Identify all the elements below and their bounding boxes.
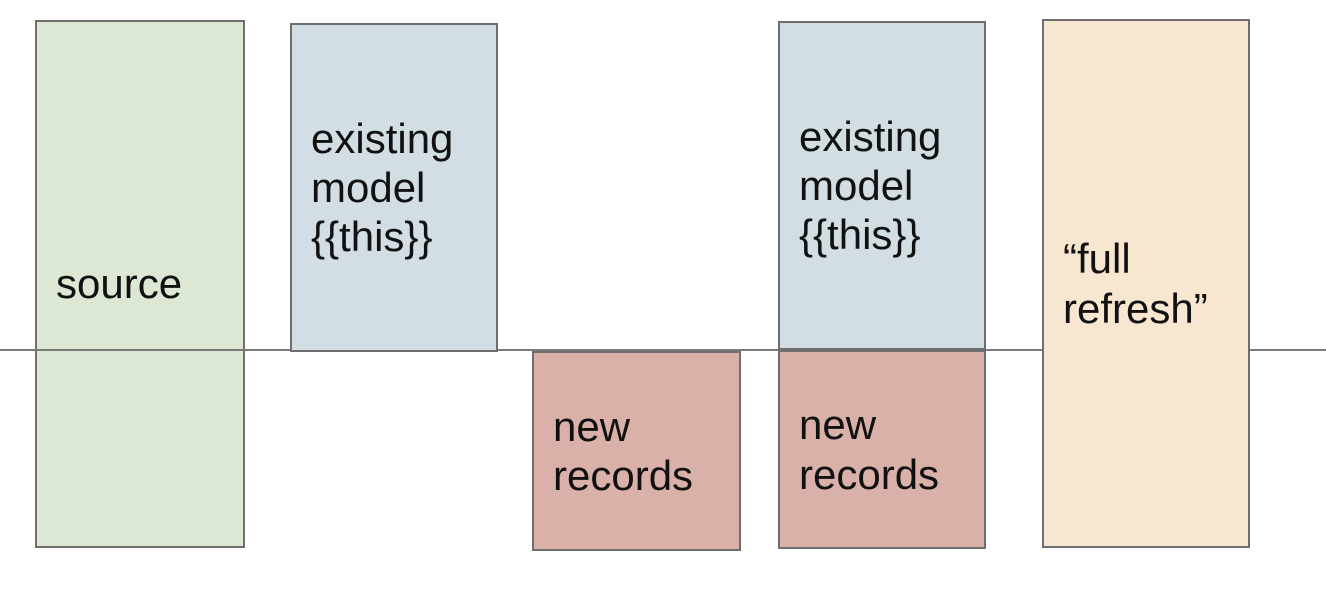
full-refresh-box: “full refresh” [1042, 19, 1250, 548]
existing-model-box-left-label: existing model {{this}} [311, 114, 454, 261]
existing-model-box-right: existing model {{this}} [778, 21, 986, 350]
source-box-label: source [56, 260, 183, 308]
new-records-box-left: new records [532, 351, 741, 551]
timeline-divider-line [0, 349, 1326, 351]
existing-model-box-right-label: existing model {{this}} [799, 112, 942, 259]
new-records-box-right: new records [778, 350, 986, 549]
existing-model-box-left: existing model {{this}} [290, 23, 498, 352]
full-refresh-box-label: “full refresh” [1063, 235, 1208, 332]
new-records-box-left-label: new records [553, 402, 694, 499]
source-box: source [35, 20, 245, 548]
new-records-box-right-label: new records [799, 401, 940, 498]
